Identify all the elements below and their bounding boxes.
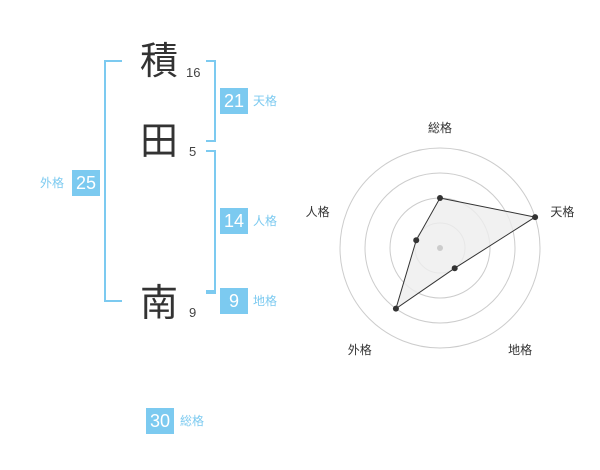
chikaku-bracket	[206, 292, 216, 294]
name-char-1: 積	[139, 39, 178, 83]
gaikaku-label: 外格	[40, 176, 65, 190]
soukaku-value: 30	[146, 408, 174, 434]
radar-point	[392, 305, 399, 312]
stroke-count-3: 9	[189, 305, 197, 320]
chikaku-label: 地格	[253, 294, 278, 308]
chikaku-value: 9	[220, 288, 248, 314]
tenkaku-bracket	[206, 60, 216, 142]
jinkaku-label: 人格	[253, 214, 278, 228]
stroke-count-1: 16	[186, 65, 201, 80]
radar-ring	[364, 172, 516, 324]
radar-point	[532, 214, 539, 221]
radar-axis-label: 地格	[508, 342, 532, 357]
name-char-2: 田	[139, 119, 178, 163]
radar-axis-label: 天格	[550, 204, 574, 219]
soukaku-label: 総格	[180, 414, 205, 428]
radar-point	[437, 195, 443, 201]
radar-center	[437, 245, 443, 251]
radar-axis-label: 外格	[348, 342, 372, 357]
radar-axis-label: 人格	[306, 204, 330, 219]
jinkaku-bracket	[206, 150, 216, 292]
radar-ring	[339, 147, 541, 349]
stroke-count-2: 5	[189, 144, 197, 159]
name-char-3: 南	[139, 281, 178, 325]
radar-point	[413, 237, 420, 244]
tenkaku-label: 天格	[253, 94, 278, 108]
radar-polygon	[395, 197, 537, 310]
jinkaku-value: 14	[220, 208, 248, 234]
tenkaku-value: 21	[220, 88, 248, 114]
radar-point	[451, 265, 458, 272]
gaikaku-value: 25	[72, 170, 100, 196]
gaikaku-bracket	[104, 60, 122, 302]
radar-axis-label: 総格	[428, 120, 452, 135]
